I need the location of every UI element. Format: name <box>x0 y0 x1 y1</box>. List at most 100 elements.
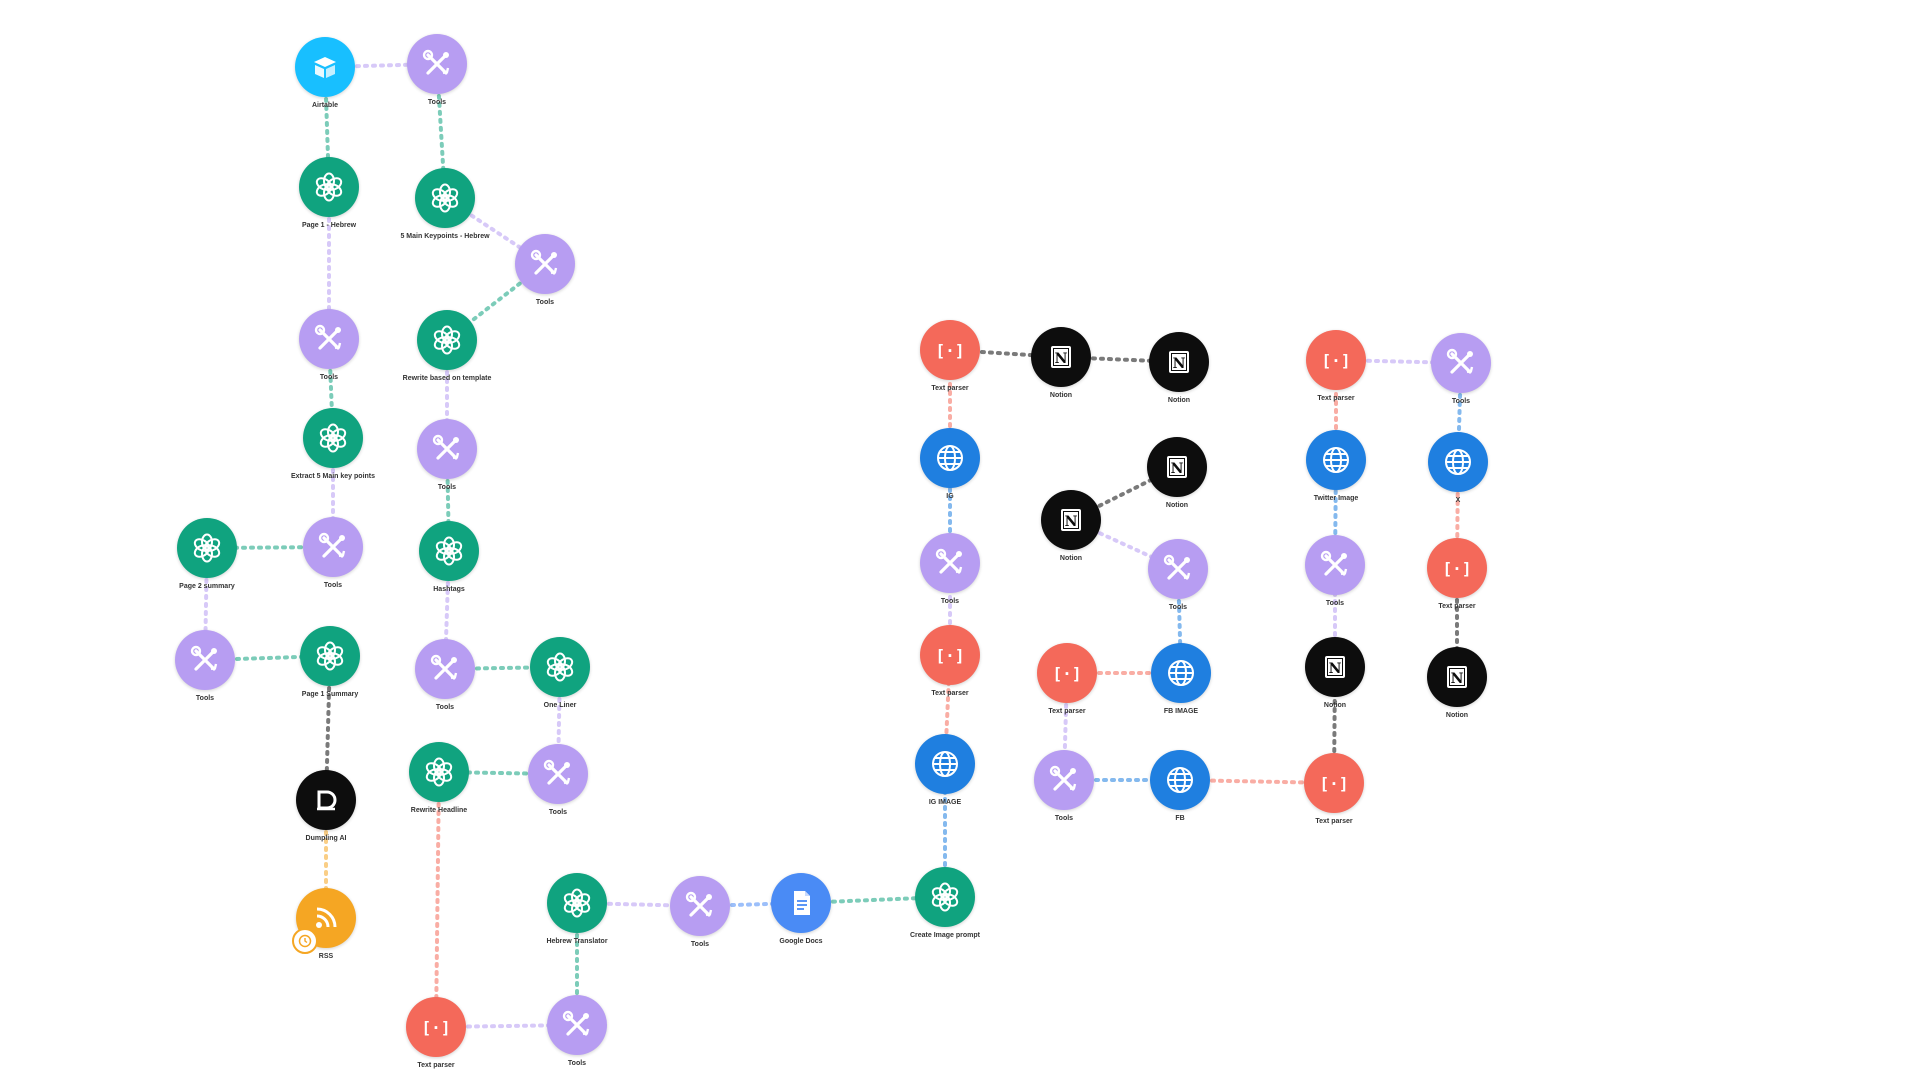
module-label: Tools <box>940 598 960 605</box>
module-label: Tools <box>548 809 568 816</box>
module-tools[interactable]: Tools <box>415 639 475 711</box>
module-http[interactable]: IG IMAGE <box>915 734 975 806</box>
http-icon <box>1162 762 1198 798</box>
tools-icon <box>1317 547 1353 583</box>
module-tools[interactable]: Tools <box>417 419 477 491</box>
module-tools[interactable]: Tools <box>920 533 980 605</box>
openai-icon <box>559 885 595 921</box>
openai-icon <box>189 530 225 566</box>
module-notion[interactable]: N Notion <box>1149 332 1209 404</box>
tools-icon <box>559 1007 595 1043</box>
tools-icon <box>932 545 968 581</box>
tools-icon <box>187 642 223 678</box>
module-label: Google Docs <box>779 938 823 945</box>
module-http[interactable]: X <box>1428 432 1488 504</box>
module-openai[interactable]: Rewrite based on template <box>403 310 491 382</box>
notion-icon: N <box>1317 649 1353 685</box>
module-label: Hebrew Translator <box>546 938 608 945</box>
module-text-parser[interactable]: [·] Text parser <box>1304 753 1364 825</box>
notion-icon: N <box>1159 449 1195 485</box>
openai-icon <box>421 754 457 790</box>
svg-text:[·]: [·] <box>1320 774 1349 793</box>
openai-icon <box>315 420 351 456</box>
module-text-parser[interactable]: [·]Text parser <box>1037 643 1097 715</box>
module-label: Notion <box>1059 555 1083 562</box>
module-circle-black[interactable]: Dumpling AI <box>296 770 356 842</box>
module-label: One Liner <box>543 702 577 709</box>
module-openai[interactable]: Create Image prompt <box>910 867 980 939</box>
airtable-icon <box>307 49 343 85</box>
module-text-parser[interactable]: [·]Text parser <box>920 320 980 392</box>
module-text-parser[interactable]: [·]Text parser <box>1427 538 1487 610</box>
openai-icon <box>429 322 465 358</box>
module-http[interactable]: FB IMAGE <box>1151 643 1211 715</box>
module-http[interactable]: FB <box>1150 750 1210 822</box>
module-airtable[interactable]: Airtable <box>295 37 355 109</box>
notion-icon: N <box>1161 344 1197 380</box>
module-tools[interactable]: Tools <box>670 876 730 948</box>
module-openai[interactable]: Hashtags <box>419 521 479 593</box>
module-label: Text parser <box>1438 603 1476 610</box>
module-openai[interactable]: Hebrew Translator <box>546 873 608 945</box>
module-tools[interactable]: Tools <box>547 995 607 1067</box>
text-parser-icon: [·] <box>932 332 968 368</box>
module-label: Notion <box>1167 397 1191 404</box>
text-parser-icon: [·] <box>932 637 968 673</box>
module-openai[interactable]: Extract 5 Main key points <box>291 408 375 480</box>
module-label: Text parser <box>417 1062 455 1069</box>
module-label: Tools <box>567 1060 587 1067</box>
module-tools[interactable]: Tools <box>407 34 467 106</box>
module-tools[interactable]: Tools <box>175 630 235 702</box>
module-tools[interactable]: Tools <box>528 744 588 816</box>
module-openai[interactable]: Rewrite Headline <box>409 742 469 814</box>
module-google-docs[interactable]: Google Docs <box>771 873 831 945</box>
module-label: Tools <box>323 582 343 589</box>
text-parser-icon: [·] <box>1049 655 1085 691</box>
text-parser-icon: [·] <box>1316 765 1352 801</box>
module-label: IG <box>946 493 954 500</box>
module-text-parser[interactable]: [·]Text parser <box>406 997 466 1069</box>
module-notion[interactable]: N Notion <box>1041 490 1101 562</box>
module-openai[interactable]: Page 1 - Hebrew <box>299 157 359 229</box>
module-openai[interactable]: 5 Main Keypoints - Hebrew <box>400 168 490 240</box>
module-text-parser[interactable]: [·]Text parser <box>1306 330 1366 402</box>
http-icon <box>932 440 968 476</box>
module-tools[interactable]: Tools <box>1148 539 1208 611</box>
openai-icon <box>431 533 467 569</box>
module-tools[interactable]: Tools <box>1305 535 1365 607</box>
module-openai[interactable]: Page 2 summary <box>177 518 237 590</box>
module-http[interactable]: IG <box>920 428 980 500</box>
module-text-parser[interactable]: [·]Text parser <box>920 625 980 697</box>
svg-text:[·]: [·] <box>936 646 965 665</box>
tools-icon <box>1046 762 1082 798</box>
svg-text:N: N <box>1329 661 1342 677</box>
module-http[interactable]: Twitter Image <box>1306 430 1366 502</box>
module-tools[interactable]: Tools <box>299 309 359 381</box>
module-label: Tools <box>427 99 447 106</box>
module-tools[interactable]: Tools <box>1034 750 1094 822</box>
module-rss[interactable]: RSS <box>292 888 356 960</box>
openai-icon <box>311 169 347 205</box>
module-openai[interactable]: One Liner <box>530 637 590 709</box>
clock-icon <box>292 928 318 954</box>
module-label: Create Image prompt <box>909 932 981 939</box>
module-openai[interactable]: Page 1 Summary <box>300 626 360 698</box>
module-label: IG IMAGE <box>928 799 962 806</box>
module-label: Text parser <box>1317 395 1355 402</box>
module-tools[interactable]: Tools <box>515 234 575 306</box>
connection-line[interactable] <box>434 770 441 1029</box>
module-label: Airtable <box>311 102 339 109</box>
module-tools[interactable]: Tools <box>1431 333 1491 405</box>
module-label: Tools <box>535 299 555 306</box>
svg-text:[·]: [·] <box>936 341 965 360</box>
svg-text:[·]: [·] <box>1053 664 1082 683</box>
tools-icon <box>315 529 351 565</box>
module-tools[interactable]: Tools <box>303 517 363 589</box>
notion-icon: N <box>1053 502 1089 538</box>
module-label: Text parser <box>1315 818 1353 825</box>
